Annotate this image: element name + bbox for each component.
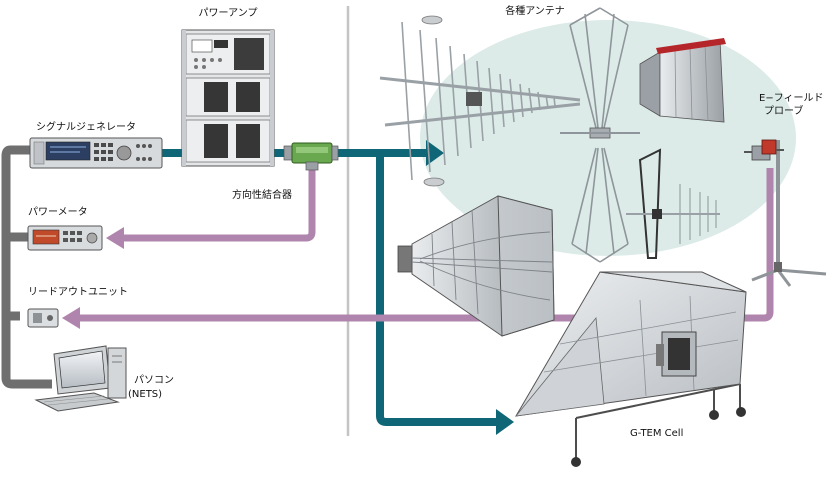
- rf-cable-to-gtem: [376, 153, 498, 426]
- e-field-probe-icon: [744, 139, 827, 287]
- power-amplifier-rack-icon: [181, 29, 275, 167]
- rf-arrow-antennas: [426, 140, 444, 166]
- measure-cable-coupler-powermeter: [122, 168, 316, 242]
- biconical-antenna-icon: [560, 7, 640, 263]
- signal-generator-label: シグナルジェネレータ: [36, 122, 136, 133]
- measure-arrow-readout: [62, 307, 80, 329]
- power-meter-label: パワーメータ: [28, 207, 88, 218]
- rf-arrow-gtem: [496, 409, 514, 435]
- readout-unit-icon: [27, 308, 59, 328]
- log-periodic-antenna-icon: [379, 15, 581, 187]
- power-amp-label: パワーアンプ: [198, 8, 258, 19]
- gtem-cell-icon: [515, 271, 747, 467]
- power-meter-icon: [27, 225, 103, 251]
- gtem-cell-label: G-TEM Cell: [630, 428, 684, 439]
- double-ridged-horn-icon: [397, 195, 555, 337]
- efield-probe-label-line1: E−フィールド: [759, 93, 824, 104]
- efield-probe-label-line2: プローブ: [764, 106, 804, 117]
- desktop-pc-icon: [34, 345, 127, 412]
- pc-label-line2: (NETS): [128, 389, 163, 400]
- pc-label-line1: パソコン: [134, 375, 174, 386]
- control-cable: [1, 145, 52, 389]
- signal-generator-icon: [29, 137, 163, 169]
- directional-coupler-icon: [283, 142, 339, 171]
- readout-unit-label: リードアウトユニット: [28, 287, 128, 298]
- measure-arrow-powermeter: [106, 227, 124, 249]
- dipole-antenna-icon: [626, 148, 720, 259]
- antennas-label: 各種アンテナ: [505, 6, 565, 17]
- directional-coupler-label: 方向性結合器: [232, 190, 292, 201]
- horn-antenna-icon: [639, 38, 726, 123]
- measure-cable-probe-readout: [78, 168, 774, 322]
